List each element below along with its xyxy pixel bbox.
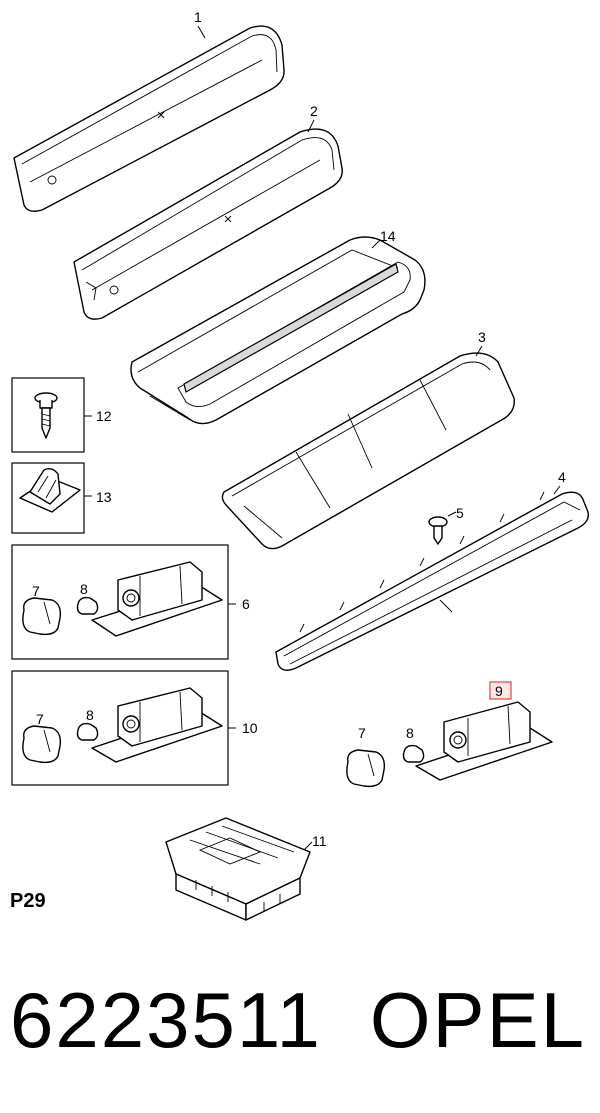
part-8-bulb-a: [76, 596, 99, 615]
part-10-lamp-assembly: [91, 687, 223, 763]
part-8-bulb-c: [402, 744, 425, 763]
part-12-box: [11, 377, 85, 453]
part-7-bulb-holder-b: [22, 725, 62, 764]
part-7-bulb-holder-a: [22, 597, 62, 636]
part-4-light-bar: [275, 491, 589, 671]
part-9-lamp: [415, 701, 553, 781]
part-13-box: [11, 462, 85, 534]
part-5-screw: [428, 516, 448, 545]
callout-1: 1: [194, 9, 202, 25]
part-number: 6223511: [10, 976, 322, 1064]
highlight-box-9: [489, 681, 512, 700]
part-8-bulb-b: [76, 722, 99, 741]
callout-7b: 7: [36, 711, 44, 727]
callout-3: 3: [478, 329, 486, 345]
callout-11: 11: [312, 833, 327, 849]
part-6-box: [11, 544, 229, 660]
callout-2: 2: [310, 103, 318, 119]
parts-diagram: 1 2 14 3 12: [11, 9, 589, 921]
callout-4: 4: [558, 469, 566, 485]
part-12-screw: [34, 392, 58, 439]
callout-14: 14: [380, 228, 396, 244]
callout-12: 12: [96, 408, 112, 424]
part-3-lens: [221, 352, 515, 550]
page-code: P29: [10, 890, 46, 912]
brand-name: OPEL: [369, 976, 586, 1064]
callout-8a: 8: [80, 581, 88, 597]
callout-8c: 8: [406, 725, 414, 741]
callout-10: 10: [242, 720, 258, 736]
part-7-bulb-holder-c: [346, 749, 386, 788]
part-11-module: [165, 817, 311, 921]
part-6-lamp-assembly: [91, 561, 223, 637]
callout-13: 13: [96, 489, 112, 505]
part-14-light-housing: [130, 236, 426, 425]
footer: 6223511 OPEL: [0, 975, 600, 1095]
part-1-cover: [13, 25, 285, 212]
callout-7a: 7: [32, 583, 40, 599]
part-2-cover: [73, 128, 343, 320]
callout-9: 9: [495, 683, 503, 699]
callout-7c: 7: [358, 725, 366, 741]
part-13-clip: [19, 467, 81, 513]
callout-8b: 8: [86, 707, 94, 723]
callout-5: 5: [456, 505, 464, 521]
callout-6: 6: [242, 596, 250, 612]
